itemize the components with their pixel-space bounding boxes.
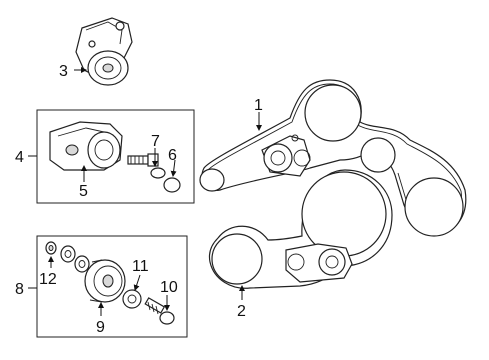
bolt-part — [127, 153, 166, 179]
ac-pulley — [211, 233, 263, 285]
tensioner-lower — [285, 243, 353, 283]
callout-7: 7 — [151, 133, 160, 150]
callout-2: 2 — [237, 303, 246, 320]
tensioner-in-belt — [261, 134, 311, 177]
callout-11: 11 — [132, 258, 149, 275]
callout-12: 12 — [39, 271, 57, 288]
callout-5: 5 — [79, 183, 88, 200]
idler-pulley-small — [199, 168, 225, 192]
callout-3: 3 — [59, 63, 68, 80]
callout-1: 1 — [254, 97, 263, 114]
callout-9: 9 — [96, 319, 105, 336]
idler-pulley-right — [360, 137, 396, 173]
callout-8: 8 — [15, 281, 24, 298]
tensioner-assembly-part — [75, 17, 133, 86]
cap-part — [163, 177, 181, 193]
large-pulley-right — [404, 177, 464, 237]
idler-bolt-part — [144, 297, 175, 325]
crank-pulley-top — [304, 84, 362, 142]
dust-shield-part — [122, 289, 142, 309]
kit-box-8 — [36, 235, 188, 338]
callout-4: 4 — [15, 149, 24, 166]
washers-part — [45, 241, 90, 273]
callout-6: 6 — [168, 147, 177, 164]
crank-pulley-large — [301, 171, 387, 257]
callout-10: 10 — [160, 279, 178, 296]
idler-pulley-part — [84, 259, 126, 303]
tensioner-pulley-part — [49, 121, 123, 171]
